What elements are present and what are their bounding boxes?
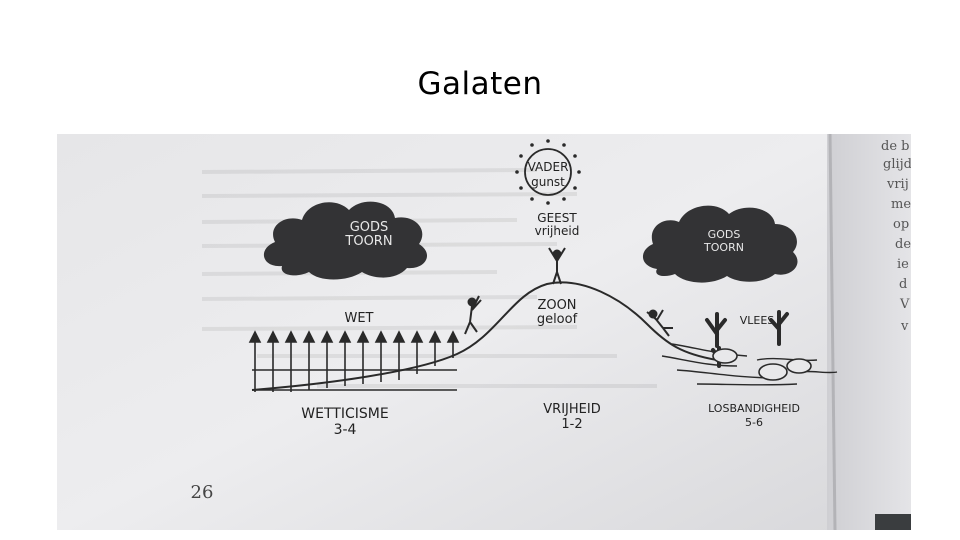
rock-icon xyxy=(713,349,737,363)
page-number: 26 xyxy=(191,482,214,503)
vrijheid-label: VRIJHEID xyxy=(543,402,600,417)
right-page-fragment: de xyxy=(895,237,911,252)
wet-label: WET xyxy=(344,311,373,326)
right-page-fragment: de b xyxy=(881,139,909,154)
right-page-fragment: glijd xyxy=(883,157,911,172)
cloud-left-label-gods: GODS xyxy=(350,220,389,235)
right-page-fragment: d xyxy=(899,277,907,292)
wetticisme-label: WETTICISME xyxy=(301,406,388,422)
zoon-sublabel: geloof xyxy=(537,312,578,327)
book-photo: VADER gunst GEEST vrijheid GODS TOORN GO… xyxy=(57,134,911,530)
sun-label-gunst: gunst xyxy=(531,175,565,189)
geest-label: GEEST xyxy=(537,211,577,225)
rock-icon xyxy=(787,359,811,373)
slide-title: Galaten xyxy=(0,66,960,102)
right-page xyxy=(827,134,911,530)
right-page-fragment: me xyxy=(891,197,911,212)
geest-sublabel: vrijheid xyxy=(535,224,580,238)
right-page-fragment: vrij xyxy=(886,177,909,192)
right-page-fragment: v xyxy=(900,319,909,334)
cloud-left-label-toorn: TOORN xyxy=(344,234,392,249)
right-page-fragment: op xyxy=(893,217,909,232)
right-page-fragment: V xyxy=(899,297,910,312)
cloud-right-label-gods: GODS xyxy=(708,228,741,241)
losbandigheid-label: LOSBANDIGHEID xyxy=(708,402,800,415)
cloud-right-label-toorn: TOORN xyxy=(703,241,744,254)
zoon-label: ZOON xyxy=(537,298,576,313)
vrijheid-chapters: 1-2 xyxy=(561,417,582,432)
table-edge xyxy=(875,514,911,530)
sun-label-vader: VADER xyxy=(528,160,569,174)
wetticisme-chapters: 3-4 xyxy=(334,422,357,438)
right-page-fragment: ie xyxy=(897,257,909,272)
rock-icon xyxy=(759,364,787,380)
losbandigheid-chapters: 5-6 xyxy=(745,416,763,429)
